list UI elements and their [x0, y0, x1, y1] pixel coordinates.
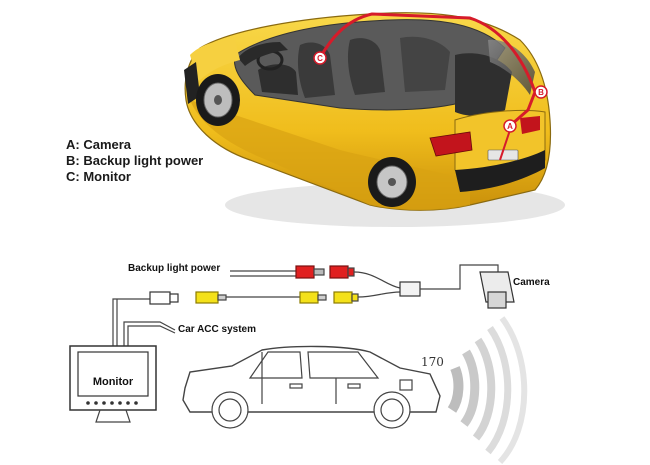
label-backup-light-power: Backup light power — [128, 263, 221, 274]
label-monitor: Monitor — [92, 376, 134, 388]
marker-c: C — [313, 51, 327, 65]
marker-a: A — [503, 119, 517, 133]
label-view-angle: 170 — [421, 355, 444, 369]
car-cutaway-illustration — [184, 12, 565, 227]
wiring-schematic — [69, 264, 528, 465]
label-camera: Camera — [513, 277, 550, 288]
svg-text:C: C — [317, 54, 323, 63]
marker-b: B — [534, 85, 548, 99]
legend: A: Camera B: Backup light power C: Monit… — [66, 137, 203, 185]
svg-text:A: A — [507, 122, 513, 131]
label-car-acc-system: Car ACC system — [178, 324, 256, 335]
camera-wire-route — [318, 12, 537, 126]
legend-monitor: C: Monitor — [66, 169, 131, 184]
front-wheel — [196, 74, 240, 126]
legend-backup-light-power: B: Backup light power — [66, 153, 204, 168]
svg-text:B: B — [538, 88, 544, 97]
rear-wheel — [368, 157, 416, 207]
legend-camera: A: Camera — [66, 137, 132, 152]
